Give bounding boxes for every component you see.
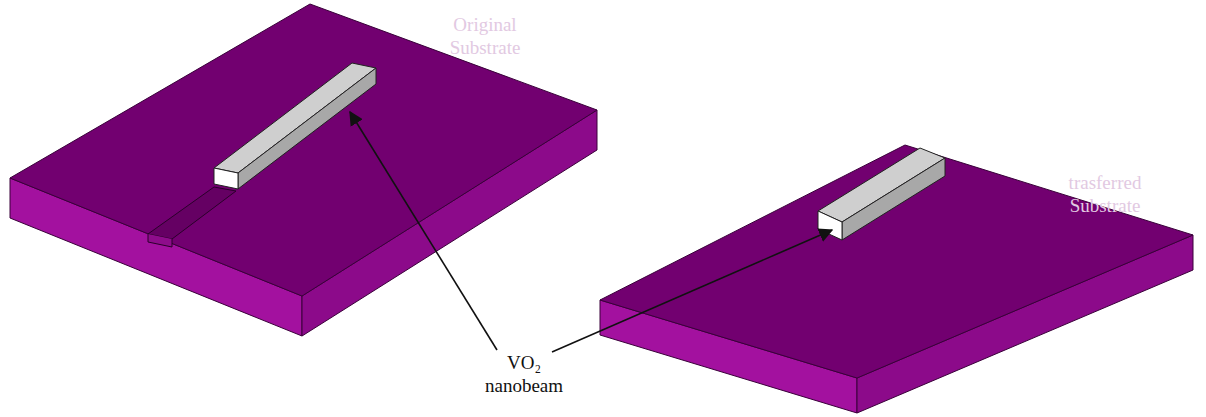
substrate-label: trasferred Substrate [1055, 172, 1155, 218]
transferred-substrate [600, 145, 1193, 413]
original-substrate [10, 4, 597, 336]
substrate-label: Original Substrate [440, 14, 530, 60]
part-label: VO₂ nanobeam [478, 352, 570, 398]
vo2-nanobeam [818, 148, 945, 240]
leader-arrow [552, 230, 832, 352]
leader-arrow [350, 112, 497, 350]
vo2-nanobeam [214, 63, 376, 189]
